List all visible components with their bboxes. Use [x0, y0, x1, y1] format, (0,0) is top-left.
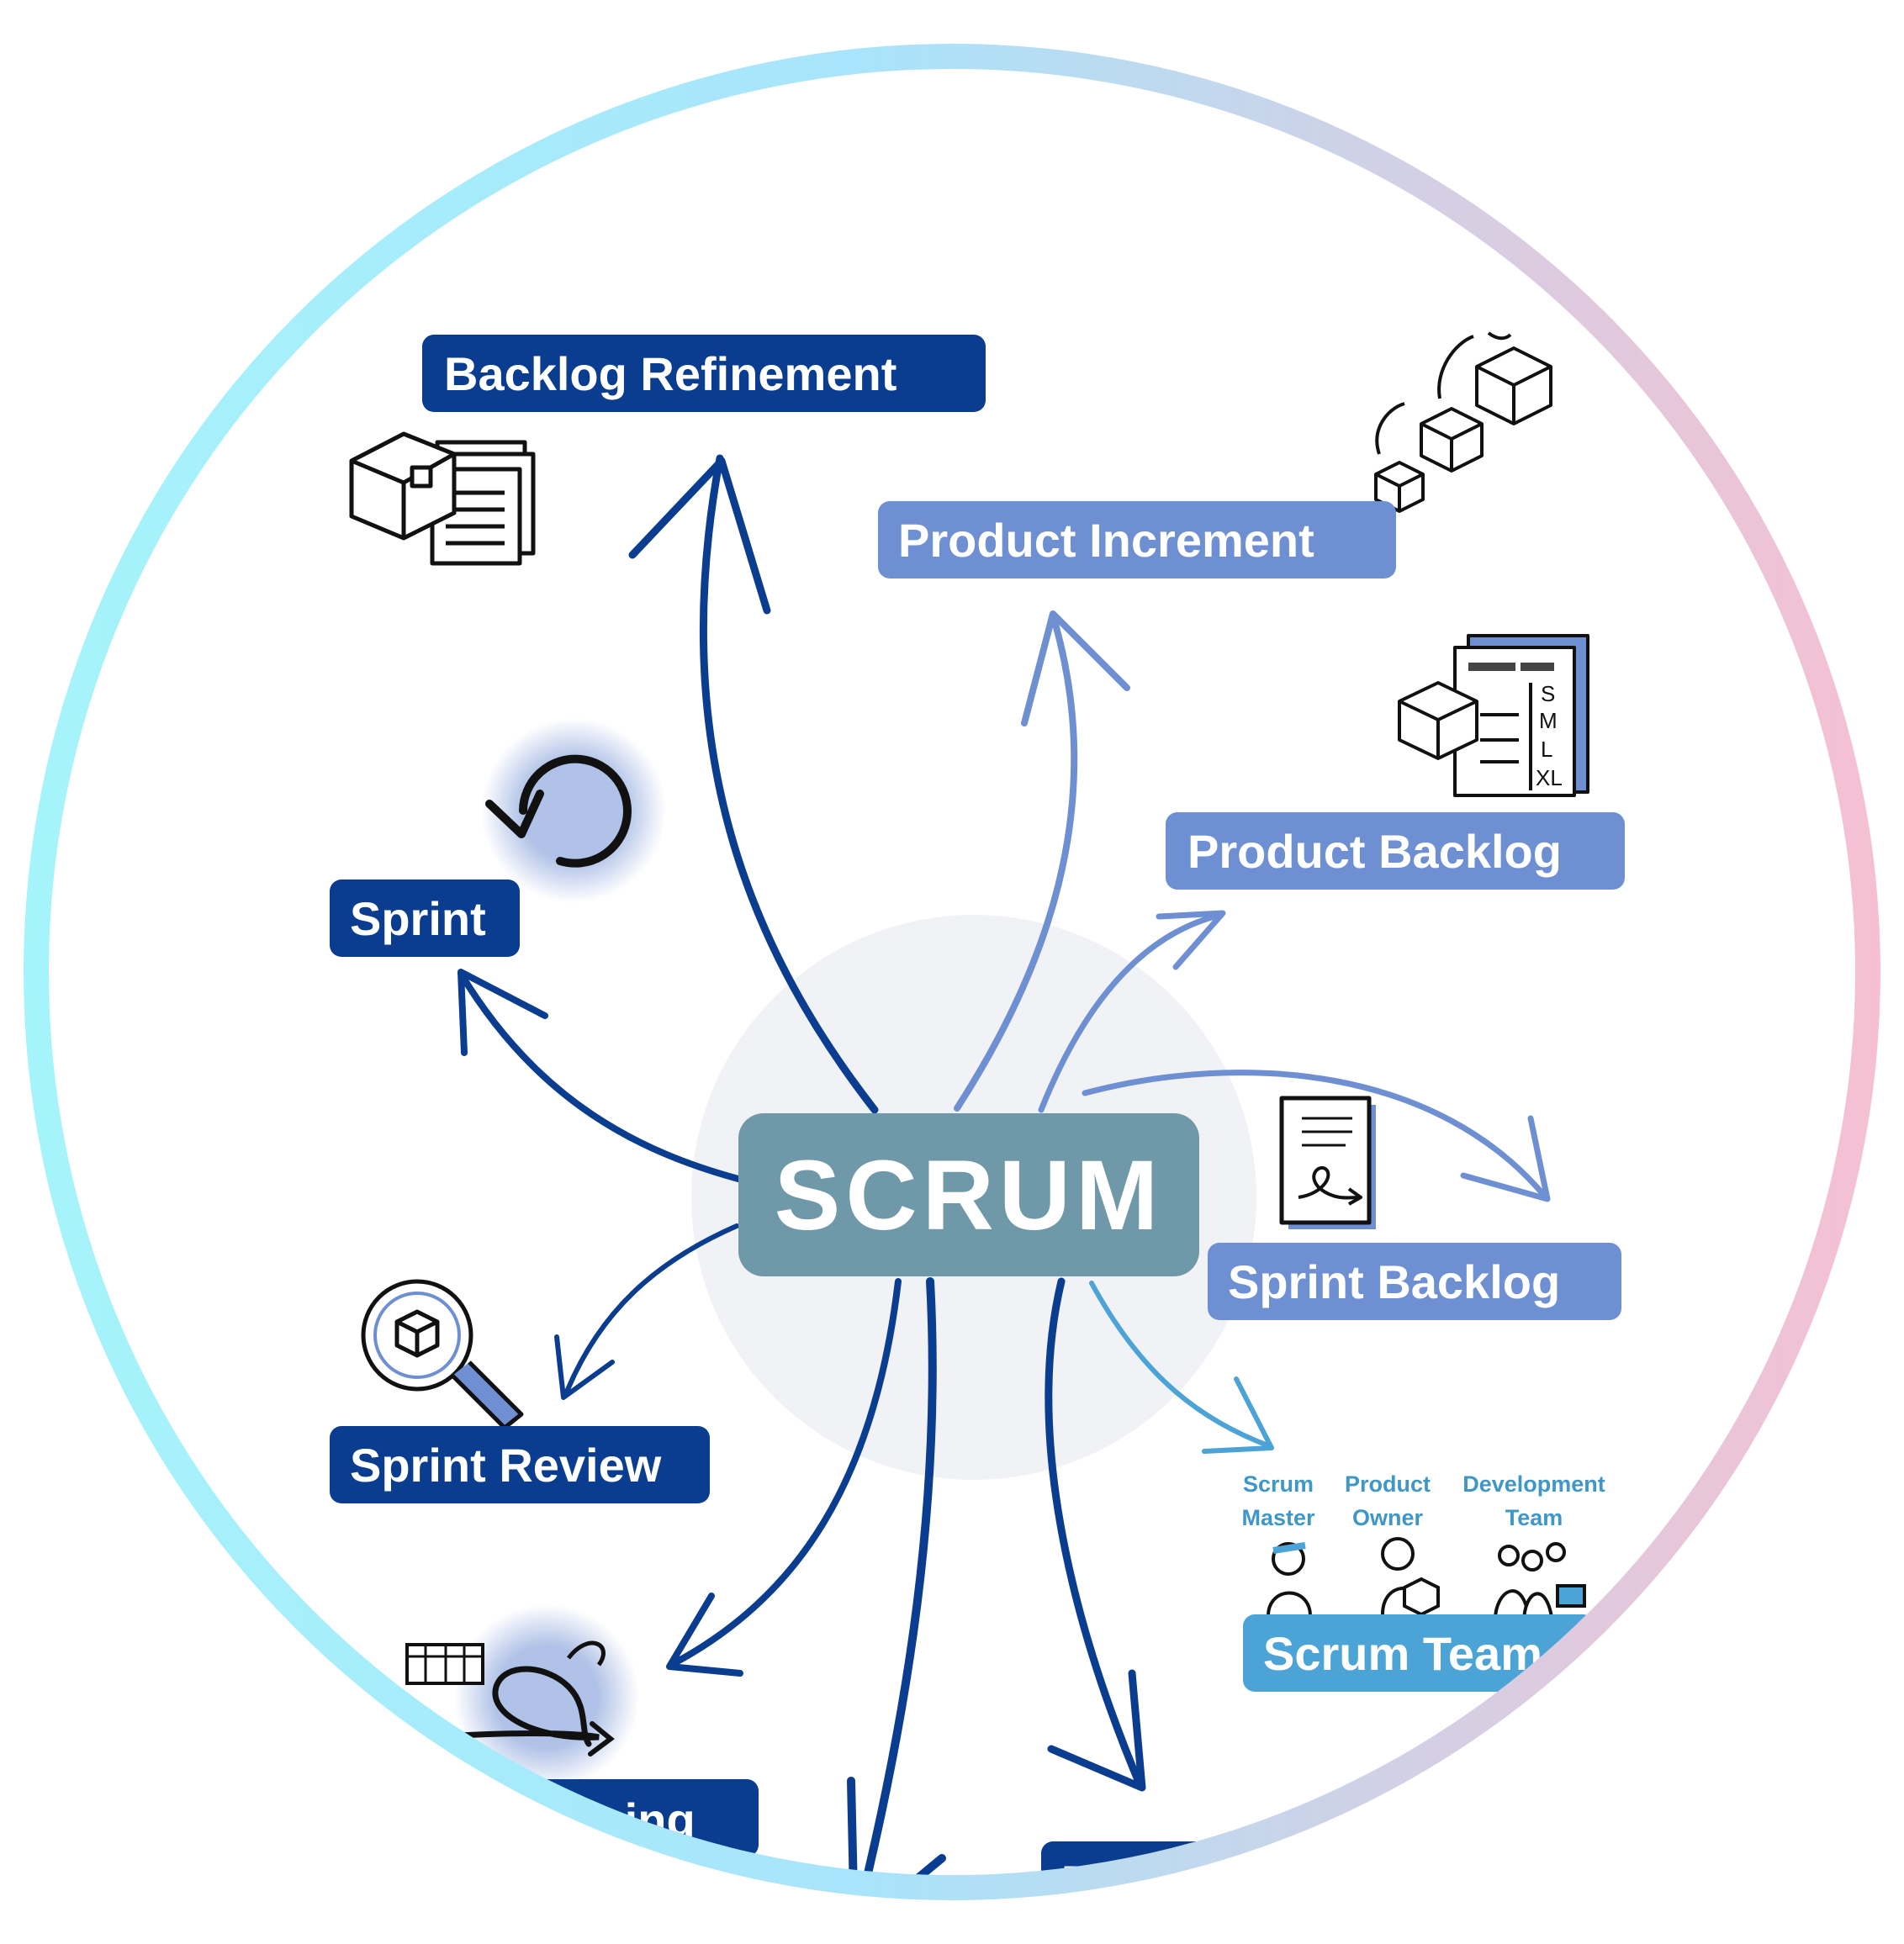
arrow-to-product-increment — [954, 612, 1078, 1112]
size-s: S — [1541, 681, 1555, 706]
label-sprint-review: Sprint Review — [350, 1439, 662, 1492]
product-owner-icon — [1381, 1537, 1440, 1617]
size-m: M — [1539, 708, 1558, 733]
node-product-increment: Product Increment — [878, 501, 1396, 578]
arrow-to-daily-scrum — [1045, 1277, 1145, 1790]
magnifier-icon — [361, 1279, 524, 1430]
arrowhead-product-increment — [1021, 610, 1130, 726]
cycle-icon — [481, 718, 666, 903]
planning-loop-icon — [405, 1604, 639, 1789]
size-l: L — [1541, 737, 1552, 762]
arrowhead-product-backlog — [1156, 910, 1226, 970]
arrow-to-sprint — [457, 970, 742, 1182]
role-scrum-master-2: Master — [1241, 1505, 1315, 1530]
label-sprint: Sprint — [350, 892, 486, 945]
arrowhead-sprint-backlog — [1460, 1115, 1551, 1202]
arrow-to-sprint-backlog — [1082, 1070, 1549, 1201]
arrow-to-scrum-team — [1089, 1281, 1272, 1449]
arrow-to-sprint-planning — [668, 1278, 902, 1668]
role-development-team-2: Team — [1505, 1505, 1563, 1530]
node-sprint-review: Sprint Review — [330, 1426, 710, 1503]
arrow-to-backlog-refinement — [699, 454, 879, 1114]
node-sprint: Sprint — [330, 880, 520, 957]
arrow-to-bottom — [850, 1277, 937, 1875]
arrowhead-sprint-review — [554, 1334, 615, 1400]
daily-scrum-icon — [1364, 1819, 1410, 1851]
label-sprint-backlog: Sprint Backlog — [1228, 1255, 1560, 1308]
box-papers-icon — [349, 431, 536, 566]
size-xl: XL — [1536, 765, 1563, 790]
arrow-to-product-backlog — [1038, 911, 1224, 1113]
role-scrum-master-1: Scrum — [1243, 1471, 1314, 1497]
label-product-increment: Product Increment — [898, 514, 1314, 567]
node-product-backlog: Product Backlog — [1166, 812, 1625, 890]
sprint-document-icon — [1279, 1096, 1376, 1229]
team-roles: Scrum Master Product Owner Development T… — [1241, 1471, 1605, 1530]
arrowhead-daily-scrum — [1047, 1669, 1146, 1792]
hub-label: SCRUM — [775, 1140, 1164, 1251]
label-backlog-refinement: Backlog Refinement — [444, 347, 896, 400]
node-backlog-refinement: Backlog Refinement — [422, 335, 986, 412]
growing-cubes-icon — [1374, 331, 1552, 513]
arrowhead-backlog-refinement — [628, 457, 771, 615]
node-scrum-team: Scrum Team — [1243, 1614, 1595, 1692]
arrowhead-bottom — [847, 1777, 946, 1875]
backlog-sheet-icon: S M L XL — [1398, 634, 1589, 797]
arrowhead-sprint — [457, 969, 548, 1056]
arrowhead-scrum-team — [1202, 1376, 1274, 1454]
arrowhead-sprint-planning — [666, 1593, 743, 1677]
role-development-team-1: Development — [1462, 1471, 1605, 1497]
scrum-master-icon — [1267, 1542, 1312, 1615]
node-sprint-backlog: Sprint Backlog — [1208, 1243, 1621, 1320]
label-product-backlog: Product Backlog — [1187, 825, 1562, 878]
scrum-hub: SCRUM — [738, 1113, 1199, 1276]
arrow-to-sprint-review — [563, 1223, 739, 1398]
role-product-owner-1: Product — [1345, 1471, 1431, 1497]
role-product-owner-2: Owner — [1352, 1505, 1424, 1530]
label-scrum-team: Scrum Team — [1263, 1627, 1542, 1680]
